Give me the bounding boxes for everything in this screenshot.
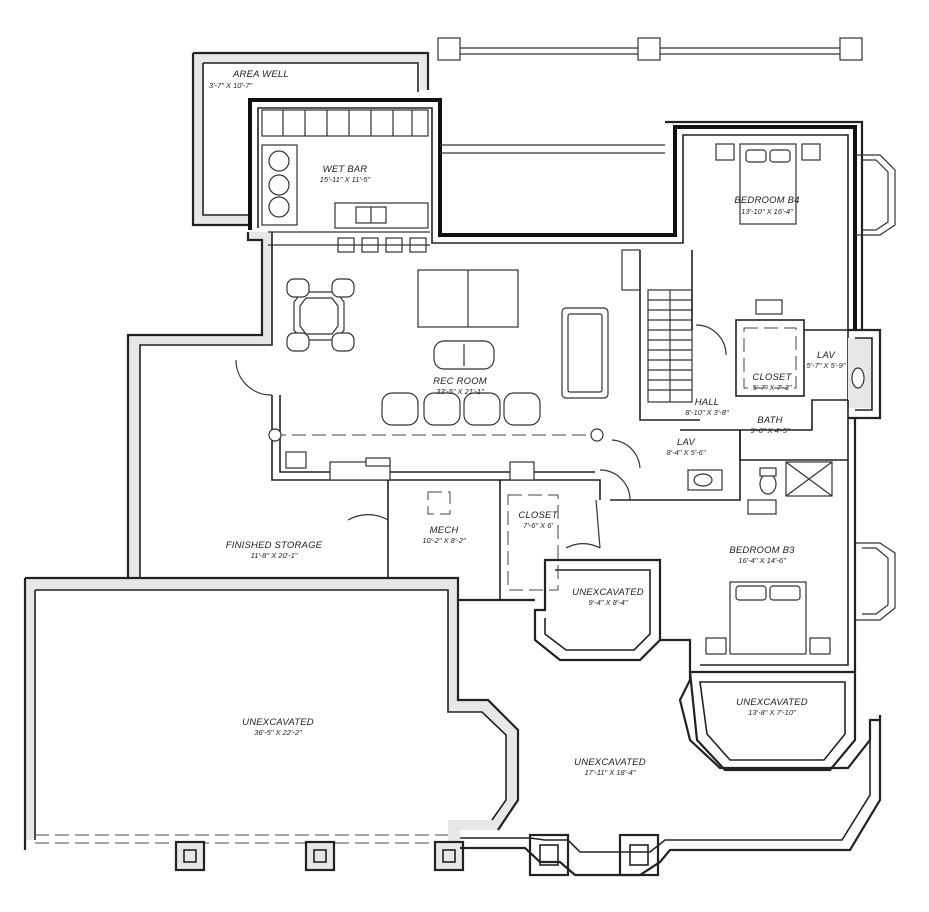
unexcavated-large-dim: 36'-5" X 22'-2" [254,728,302,737]
bath-dim: 9'-6" X 4'-5" [750,426,789,435]
finished-storage-dim: 11'-8" X 20'-1" [251,551,298,560]
mech-dim: 10'-2" X 8'-2" [422,536,466,545]
bedroom-b3-dim: 16'-4" X 14'-6" [738,556,786,565]
bedroom-b3-name: BEDROOM B3 [729,545,795,556]
closet-mech-name: CLOSET [518,510,558,521]
unexcavated-bay-right [688,670,857,772]
bath-name: BATH [757,415,782,426]
unexcavated-bay-dim: 13'-8" X 7'-10" [748,708,796,717]
closet-mech-dim: 7'-6" X 6' [523,521,553,530]
unexcavated-left-walls [23,576,520,850]
media-cabinet [329,457,535,481]
room-labels: AREA WELL 3'-7" X 10'-7" WET BAR 15'-11"… [209,69,846,777]
right-bay-windows [855,154,896,621]
rec-room-dim: 33'-5" X 21'-1" [436,387,484,396]
unexcavated-center-name: UNEXCAVATED [574,757,646,768]
bedroom-b4-closet-lav [610,299,882,501]
wet-bar-name: WET BAR [323,164,368,175]
unexcavated-small-name: UNEXCAVATED [572,587,644,598]
pool-table [561,307,609,399]
mech-name: MECH [430,525,459,536]
lav-b4-dim: 5'-7" X 5'-9" [806,361,845,370]
mech-closet-walls [235,324,727,600]
west-walls [126,232,273,578]
area-well-walls [191,51,430,227]
finished-storage-name: FINISHED STORAGE [226,540,323,551]
closet-b4-dim: 5'-7" X 7'-3" [752,383,791,392]
lav-b4-name: LAV [817,350,836,361]
lav-hall-name: LAV [677,437,696,448]
table-tennis-table [417,269,519,328]
unexcavated-small-dim: 9'-4" X 8'-4" [588,598,627,607]
deck-posts [437,37,863,61]
lav-hall-dim: 8'-4" X 5'-6" [666,448,705,457]
rec-room-seating [268,340,604,469]
unexcavated-large-name: UNEXCAVATED [242,717,314,728]
unexcavated-bay-name: UNEXCAVATED [736,697,808,708]
bottom-center-posts [528,833,660,877]
area-well-name: AREA WELL [232,69,289,80]
wet-bar-dim: 15'-11" X 11'-5" [320,175,371,184]
bedroom-b4-name: BEDROOM B4 [734,195,799,206]
bottom-posts [174,840,465,872]
stairs [621,249,700,421]
hall-dim: 8'-10" X 3'-8" [685,408,729,417]
bedroom-b3-walls [700,400,857,672]
bedroom-b4-furniture [715,143,821,225]
wet-bar-fixtures [261,109,430,253]
upper-walls [248,98,864,330]
unexcavated-bay-small [533,558,662,662]
hall-name: HALL [695,397,720,408]
closet-b4-name: CLOSET [752,372,792,383]
bedroom-b4-dim: 13'-10" X 16'-4" [741,207,793,216]
game-table [286,278,355,352]
rec-room-name: REC ROOM [433,376,487,387]
area-well-dim: 3'-7" X 10'-7" [209,81,253,90]
unexcavated-center-dim: 17'-11" X 18'-4" [585,768,636,777]
